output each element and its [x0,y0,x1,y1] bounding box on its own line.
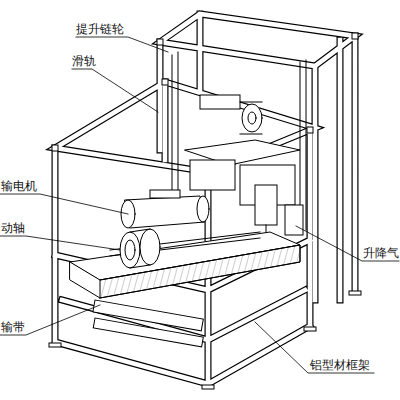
part-label: 动轴 [1,221,25,235]
lift-platform [185,140,300,205]
lift-cylinder [255,185,303,240]
conveyor [70,232,300,347]
part-label: 输电机 [1,179,37,193]
frame-inner [55,14,355,384]
frame-outline [55,14,355,384]
leader-lines [0,37,399,373]
lift-sprocket [200,95,262,134]
drive-shaft [110,229,260,268]
motor [121,190,209,228]
part-label: 滑轨 [72,54,96,68]
feet [49,291,361,389]
frame-corners [52,33,358,175]
part-label: 铝型材框架 [310,358,370,372]
part-label: 输带 [1,320,25,334]
part-label: 提升链轮 [76,22,124,36]
part-label: 升降气 [363,246,399,260]
